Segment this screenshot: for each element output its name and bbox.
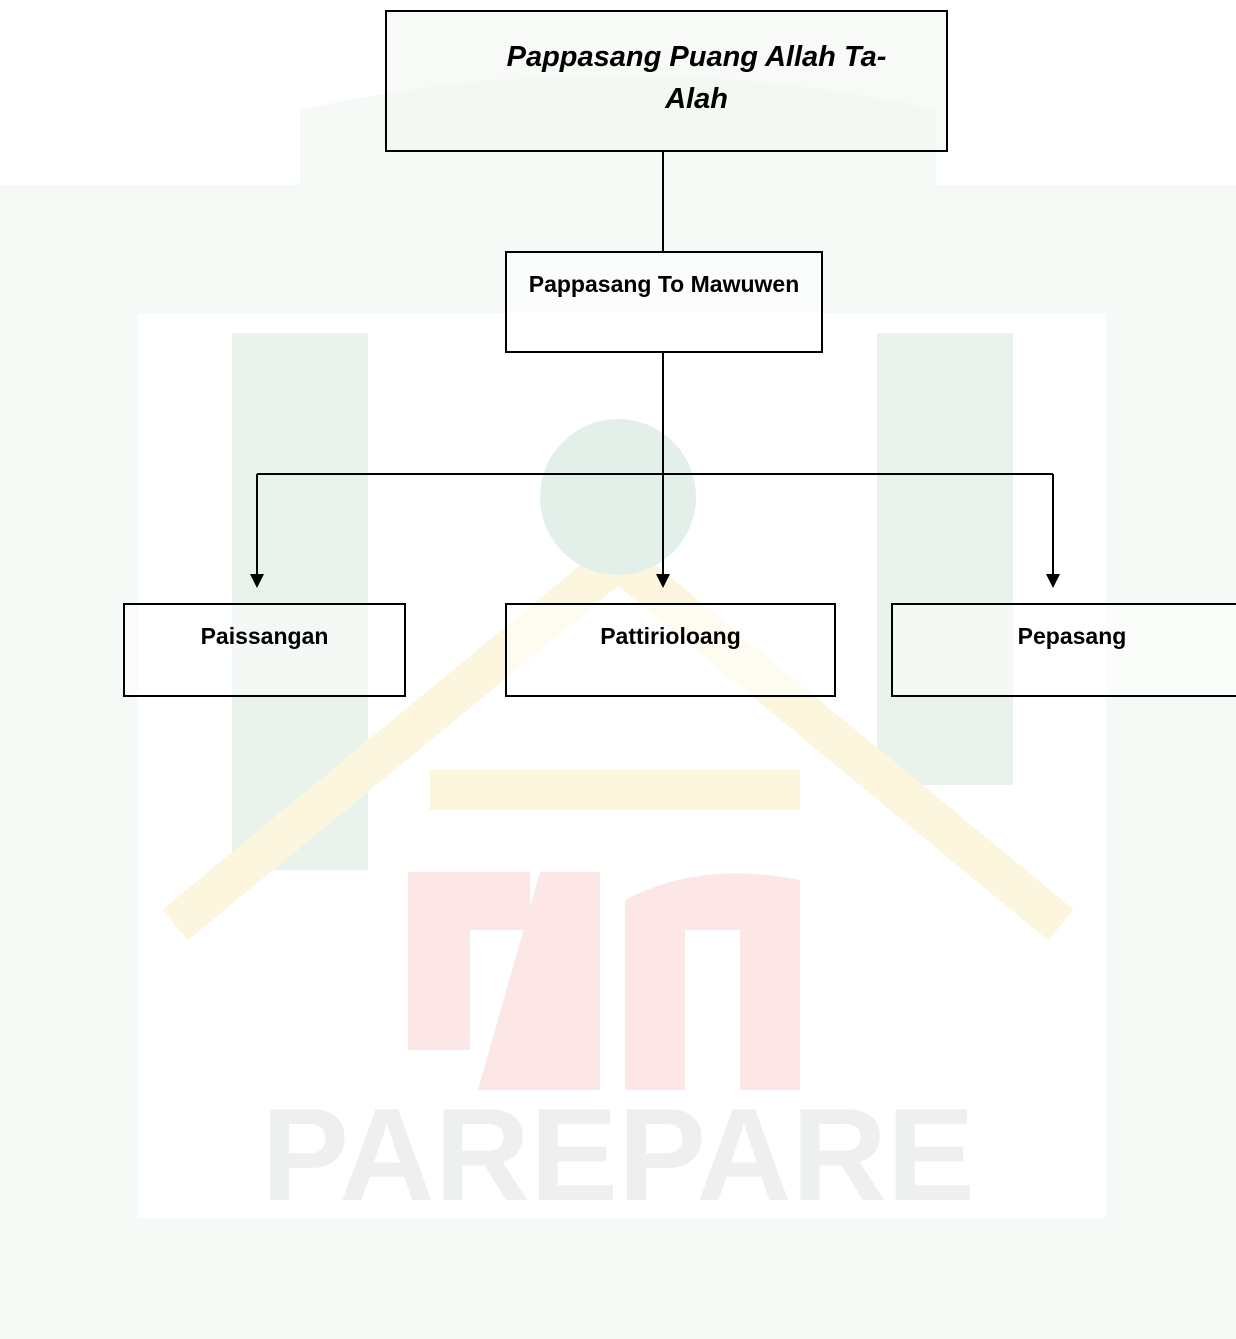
leaf-node-paissangan: Paissangan bbox=[123, 603, 406, 697]
arrowhead-center bbox=[656, 574, 670, 588]
leaf-node-label: Pattirioloang bbox=[600, 623, 741, 649]
level2-node-label: Pappasang To Mawuwen bbox=[528, 271, 800, 297]
root-node-label: Pappasang Puang Allah Ta-Alah bbox=[506, 41, 887, 115]
watermark-text: PAREPARE bbox=[261, 1081, 975, 1228]
watermark-iain-mark bbox=[408, 872, 800, 1090]
watermark-globe bbox=[540, 419, 696, 575]
leaf-node-label: Paissangan bbox=[200, 623, 329, 649]
root-node: Pappasang Puang Allah Ta-Alah bbox=[385, 10, 948, 152]
leaf-node-pepasang: Pepasang bbox=[891, 603, 1236, 697]
leaf-node-pattirioloang: Pattirioloang bbox=[505, 603, 836, 697]
leaf-node-label: Pepasang bbox=[1017, 623, 1127, 649]
arrowhead-left bbox=[250, 574, 264, 588]
level2-node: Pappasang To Mawuwen bbox=[505, 251, 823, 353]
watermark-right-pillar bbox=[877, 333, 1013, 785]
arrowhead-right bbox=[1046, 574, 1060, 588]
